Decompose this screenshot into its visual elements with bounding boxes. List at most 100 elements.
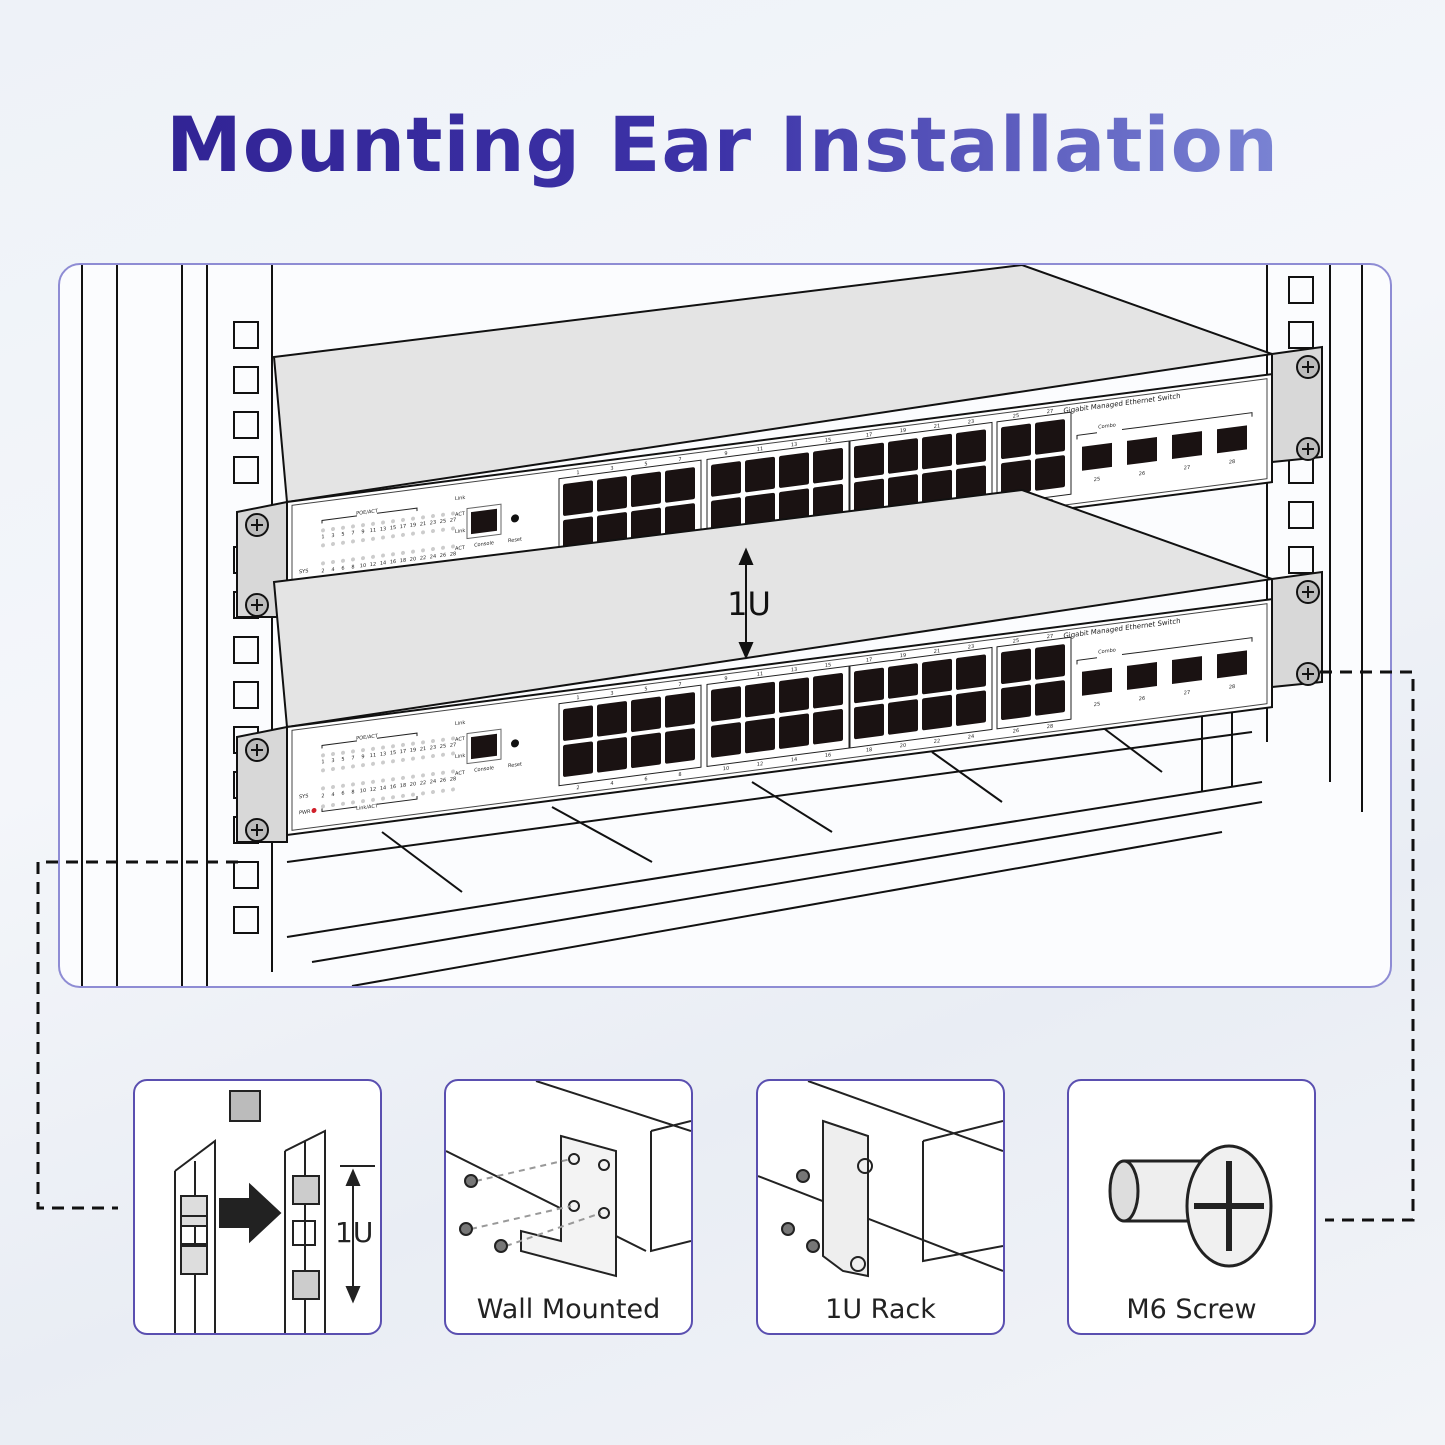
led <box>351 524 355 529</box>
led <box>431 529 435 534</box>
port-number: 20 <box>900 743 906 750</box>
led <box>331 785 335 790</box>
sfp-port-number: 27 <box>1184 465 1190 472</box>
sfp-port <box>1217 650 1247 679</box>
sfp-port <box>1127 662 1157 690</box>
led-number: 1 <box>321 534 324 540</box>
led-number: 25 <box>440 518 446 525</box>
led <box>331 527 335 532</box>
led <box>391 519 395 524</box>
led-number: 23 <box>430 520 436 527</box>
led <box>341 540 345 545</box>
led <box>451 526 455 531</box>
led <box>371 779 375 784</box>
poe-act-label: POE/ACT <box>356 508 379 517</box>
led <box>441 512 445 517</box>
sfp-port-number: 26 <box>1139 471 1145 478</box>
led <box>421 515 425 520</box>
led <box>421 740 425 745</box>
led-number: 13 <box>380 751 386 758</box>
port-number: 11 <box>757 671 763 678</box>
led <box>411 516 415 521</box>
rj45-port <box>956 654 986 690</box>
led <box>411 756 415 761</box>
port-number: 3 <box>610 691 613 697</box>
led-bracket <box>321 732 418 749</box>
led <box>381 745 385 750</box>
reset-button <box>511 739 519 748</box>
led <box>431 754 435 759</box>
rack <box>81 265 1363 986</box>
led-number: 24 <box>430 554 436 561</box>
led-number: 5 <box>341 757 344 763</box>
port-number: 23 <box>968 644 974 651</box>
led <box>411 531 415 536</box>
led <box>361 799 365 804</box>
led <box>381 535 385 540</box>
port-number: 12 <box>757 761 763 768</box>
port-number: 5 <box>644 461 647 467</box>
port-number: 16 <box>825 752 831 759</box>
port-number: 11 <box>757 446 763 453</box>
led-number: 11 <box>370 752 376 759</box>
led <box>331 542 335 547</box>
led <box>391 759 395 764</box>
rj45-port <box>1035 644 1065 680</box>
rack-hole <box>233 321 259 349</box>
sfp-port-number: 26 <box>1139 696 1145 703</box>
port-number: 21 <box>934 648 940 655</box>
led <box>391 795 395 800</box>
rj45-port <box>813 448 843 484</box>
led <box>351 557 355 562</box>
rj45-port <box>597 737 627 773</box>
rj45-port <box>888 699 918 735</box>
led-number: 4 <box>331 792 334 798</box>
led <box>401 550 405 555</box>
led-number: 19 <box>410 522 416 529</box>
port-number: 6 <box>644 776 647 782</box>
led <box>401 775 405 780</box>
port-number: 14 <box>791 757 797 764</box>
port-group <box>706 665 850 768</box>
led <box>391 534 395 539</box>
port-number: 10 <box>723 766 729 773</box>
led-bracket <box>321 796 418 813</box>
reset-label: Reset <box>508 761 522 769</box>
screw-icon <box>1302 443 1314 455</box>
reset-label: Reset <box>508 536 522 544</box>
rj45-port <box>1001 423 1031 460</box>
rj45-port <box>956 429 986 465</box>
rack-hole <box>1288 546 1314 574</box>
port-number: 25 <box>1013 638 1019 645</box>
led-number: 18 <box>400 558 406 565</box>
led-number: 28 <box>450 551 456 558</box>
led <box>391 777 395 782</box>
rj45-port <box>745 681 775 718</box>
card-m6-screw: M6 Screw <box>1067 1079 1316 1335</box>
led <box>401 742 405 747</box>
port-number: 24 <box>968 734 974 741</box>
led-number: 19 <box>410 747 416 754</box>
rj45-port <box>956 465 986 501</box>
act-label: ACT <box>455 511 466 518</box>
rj45-port <box>779 488 809 524</box>
led <box>421 548 425 553</box>
rj45-port <box>922 694 952 731</box>
combo-bracket <box>1076 412 1253 440</box>
led-number: 20 <box>410 781 416 788</box>
rj45-port <box>631 696 661 733</box>
rj45-port <box>711 497 741 533</box>
rj45-port <box>922 469 952 506</box>
rj45-port <box>1001 459 1031 496</box>
led <box>441 527 445 532</box>
1u-label: 1U <box>727 585 771 623</box>
port-number: 15 <box>825 662 831 669</box>
led <box>341 801 345 806</box>
led <box>341 783 345 788</box>
led <box>371 746 375 751</box>
led <box>401 532 405 537</box>
led <box>351 782 355 787</box>
led <box>411 549 415 554</box>
led-number: 8 <box>351 564 354 570</box>
led <box>431 739 435 744</box>
